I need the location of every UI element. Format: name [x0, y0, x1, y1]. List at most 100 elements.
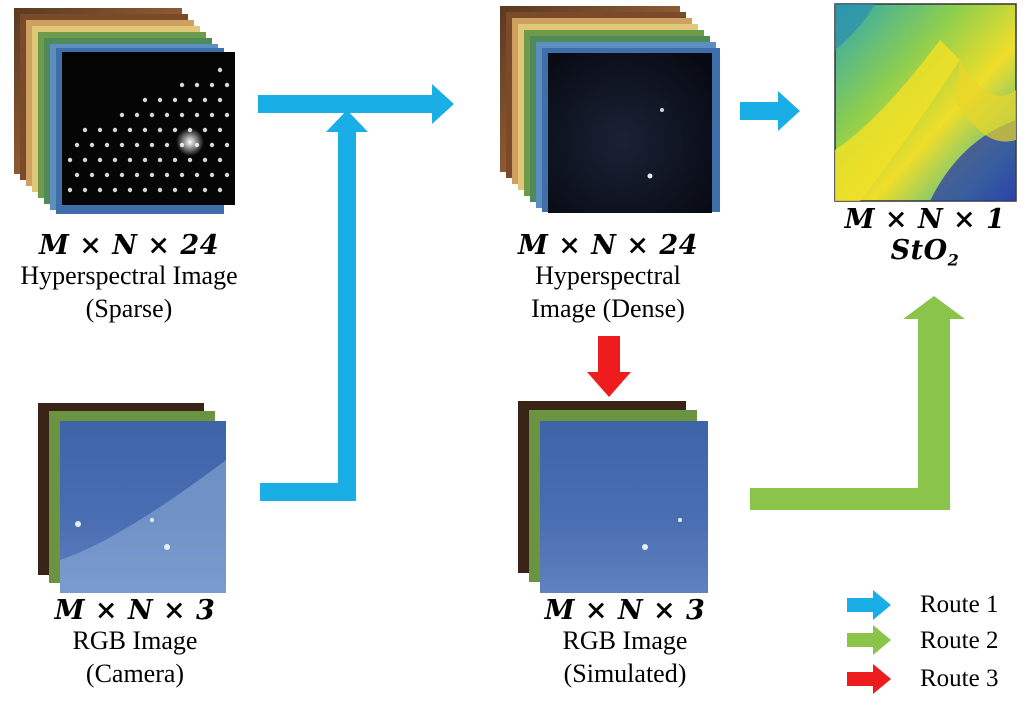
- rgb-simulated-dim: M × N × 3: [544, 595, 706, 626]
- sto2-map: [834, 3, 1017, 202]
- legend-route3-label: Route 3: [920, 665, 999, 692]
- legend-route3: Route 3: [894, 665, 998, 693]
- sparse-sample-dot: [217, 127, 223, 133]
- hsi-sparse-image: [62, 52, 235, 205]
- sparse-sample-dot: [202, 127, 208, 133]
- sparse-sample-dot: [194, 82, 200, 88]
- sparse-sample-dot: [149, 142, 155, 148]
- sparse-sample-dot: [112, 187, 118, 193]
- hsi-dense-stack: [500, 6, 720, 213]
- sparse-sample-dot: [134, 142, 140, 148]
- sparse-sample-dot: [89, 142, 95, 148]
- hsi-sparse-desc-line2: (Sparse): [85, 294, 173, 323]
- sparse-sample-dot: [142, 187, 148, 193]
- sparse-sample-dot: [157, 127, 163, 133]
- legend-route2-label: Route 2: [920, 627, 999, 654]
- sparse-sample-dot: [157, 187, 163, 193]
- sparse-sample-dot: [164, 112, 170, 118]
- sparse-sample-dot: [202, 157, 208, 163]
- sparse-sample-dot: [187, 157, 193, 163]
- sparse-sample-dot: [194, 172, 200, 178]
- sparse-sample-dot: [149, 112, 155, 118]
- sparse-sample-dot: [119, 172, 125, 178]
- sparse-sample-dot: [217, 97, 223, 103]
- sparse-sample-dot: [224, 112, 230, 118]
- sparse-sample-dot: [164, 172, 170, 178]
- sparse-sample-dot: [209, 112, 215, 118]
- legend-arrows: [847, 590, 891, 694]
- sparse-sample-dot: [172, 97, 178, 103]
- rgb-simulated-desc-line2: (Simulated): [563, 659, 687, 688]
- sparse-sample-dot: [164, 142, 170, 148]
- sto2-desc-sub: 2: [947, 250, 960, 270]
- sparse-sample-dot: [202, 187, 208, 193]
- sparse-sample-dot: [157, 157, 163, 163]
- sparse-sample-dot: [224, 172, 230, 178]
- legend-route2: Route 2: [894, 627, 998, 655]
- sparse-sample-dot: [142, 157, 148, 163]
- sparse-sample-dot: [172, 157, 178, 163]
- sparse-sample-dot: [89, 172, 95, 178]
- sto2-dim: M × N × 1: [844, 204, 1006, 235]
- hsi-sparse-desc-line1: Hyperspectral Image: [20, 261, 238, 290]
- hsi-sparse-caption: M × N × 24 Hyperspectral Image (Sparse): [0, 232, 258, 325]
- sto2-desc-main: StO: [890, 235, 948, 266]
- sparse-sample-dot: [224, 142, 230, 148]
- sparse-sample-dot: [82, 157, 88, 163]
- sparse-sample-dot: [157, 97, 163, 103]
- sparse-sample-dot: [209, 82, 215, 88]
- sparse-sample-dot: [172, 127, 178, 133]
- sparse-sample-dot: [217, 67, 223, 73]
- sparse-sample-dot: [127, 127, 133, 133]
- hsi-dense-caption: M × N × 24 Hyperspectral Image (Dense): [488, 232, 728, 325]
- sparse-sample-dot: [202, 97, 208, 103]
- hsi-dense-dim: M × N × 24: [518, 230, 698, 261]
- sparse-sample-dot: [104, 172, 110, 178]
- sparse-sample-dot: [224, 82, 230, 88]
- sparse-sample-dot: [149, 172, 155, 178]
- sparse-sample-dot: [187, 187, 193, 193]
- sparse-sample-dot: [209, 172, 215, 178]
- sparse-sample-dot: [134, 112, 140, 118]
- sparse-sample-dot: [97, 157, 103, 163]
- legend-route1-label: Route 1: [920, 591, 999, 618]
- sparse-sample-dot: [127, 157, 133, 163]
- sparse-sample-dot: [194, 112, 200, 118]
- rgb-camera-stack: [38, 403, 226, 593]
- sparse-sample-dot: [142, 97, 148, 103]
- sparse-sample-dot: [179, 112, 185, 118]
- sparse-sample-dot: [67, 187, 73, 193]
- sparse-sample-dot: [127, 187, 133, 193]
- legend-route2-arrow: [847, 625, 891, 655]
- legend-route1-arrow: [847, 590, 891, 620]
- rgb-simulated-stack: [518, 401, 708, 593]
- rgb-simulated-image: [540, 421, 708, 593]
- sparse-sample-dot: [112, 127, 118, 133]
- sparse-sample-dot: [74, 172, 80, 178]
- rgb-camera-caption: M × N × 3 RGB Image (Camera): [10, 597, 260, 690]
- rgb-simulated-caption: M × N × 3 RGB Image (Simulated): [500, 597, 750, 690]
- sparse-sample-dot: [112, 157, 118, 163]
- legend-route3-arrow: [847, 664, 891, 694]
- sparse-sample-dot: [97, 127, 103, 133]
- sparse-sample-dot: [179, 172, 185, 178]
- sparse-sample-dot: [187, 97, 193, 103]
- sparse-sample-dot: [97, 187, 103, 193]
- hsi-dense-image: [548, 53, 712, 213]
- route2-arrow: [750, 296, 965, 510]
- sparse-sample-dot: [82, 187, 88, 193]
- sto2-caption: M × N × 1 StO2: [820, 206, 1028, 268]
- sparse-sample-dot: [74, 142, 80, 148]
- route1-arrows: [258, 84, 800, 501]
- sparse-sample-dot: [82, 127, 88, 133]
- sparse-sample-dot: [217, 187, 223, 193]
- hsi-sparse-stack: [14, 8, 235, 214]
- sparse-sample-dot: [142, 127, 148, 133]
- sparse-sample-dot: [119, 112, 125, 118]
- sparse-sample-dot: [134, 172, 140, 178]
- route1-camera-arrow: [260, 110, 368, 501]
- route1-top-arrow: [258, 84, 454, 124]
- sparse-sample-dot: [67, 157, 73, 163]
